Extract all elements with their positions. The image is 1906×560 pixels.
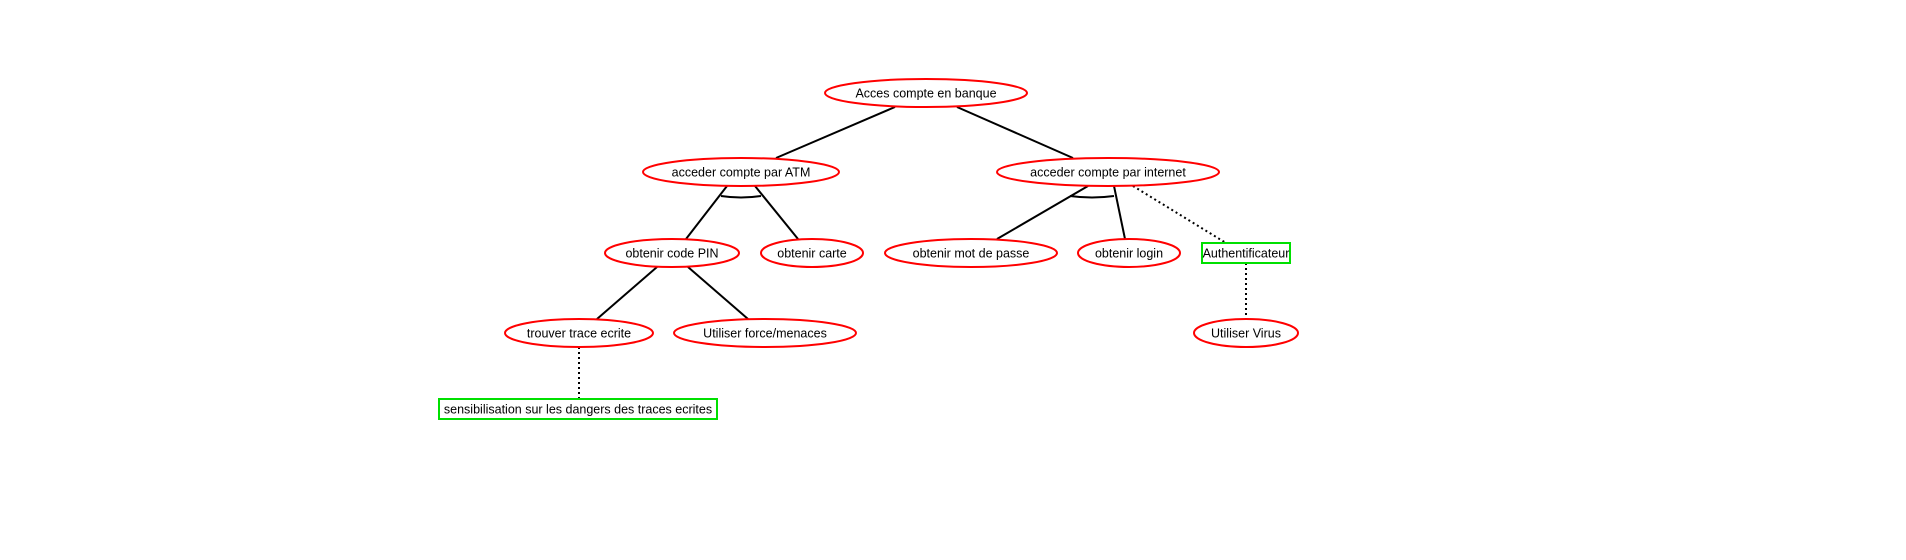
node-label: acceder compte par ATM: [672, 166, 811, 180]
goal-node-carte: obtenir carte: [760, 238, 864, 268]
edge-pin-to-force: [687, 266, 749, 320]
goal-ellipse: [504, 318, 654, 348]
node-label: Authentificateur: [1203, 247, 1290, 261]
goal-node-atm: acceder compte par ATM: [642, 157, 840, 187]
countermeasure-box: [438, 398, 718, 420]
goal-node-root: Acces compte en banque: [824, 78, 1028, 108]
goal-node-virus: Utiliser Virus: [1193, 318, 1299, 348]
goal-ellipse: [1193, 318, 1299, 348]
goal-ellipse: [673, 318, 857, 348]
countermeasure-node-sensib: sensibilisation sur les dangers des trac…: [438, 398, 718, 420]
edge-internet-to-login: [1113, 185, 1126, 240]
goal-ellipse: [824, 78, 1028, 108]
edge-atm-to-carte: [754, 185, 799, 240]
node-label: obtenir carte: [777, 247, 847, 261]
node-label: Utiliser force/menaces: [703, 327, 827, 341]
and-arc-atm: [720, 195, 762, 199]
goal-node-trace: trouver trace ecrite: [504, 318, 654, 348]
edges-layer: [578, 106, 1247, 399]
goal-node-motdepasse: obtenir mot de passe: [884, 238, 1058, 268]
edge-internet-to-motdepasse: [996, 185, 1089, 240]
edge-atm-to-pin: [685, 185, 728, 240]
node-label: obtenir mot de passe: [913, 247, 1030, 261]
edge-root-to-internet: [956, 106, 1074, 159]
goal-ellipse: [604, 238, 740, 268]
edge-internet-to-auth: [1132, 185, 1227, 244]
goal-ellipse: [760, 238, 864, 268]
node-label: Acces compte en banque: [855, 87, 996, 101]
countermeasure-box: [1201, 242, 1291, 264]
countermeasure-node-auth: Authentificateur: [1201, 242, 1291, 264]
edge-pin-to-trace: [596, 266, 658, 320]
node-label: acceder compte par internet: [1030, 166, 1186, 180]
goal-node-force: Utiliser force/menaces: [673, 318, 857, 348]
goal-node-pin: obtenir code PIN: [604, 238, 740, 268]
edge-root-to-atm: [775, 106, 896, 159]
goal-ellipse: [642, 157, 840, 187]
goal-ellipse: [884, 238, 1058, 268]
goal-node-internet: acceder compte par internet: [996, 157, 1220, 187]
goal-ellipse: [996, 157, 1220, 187]
node-label: obtenir login: [1095, 247, 1163, 261]
node-label: obtenir code PIN: [625, 247, 718, 261]
goal-node-login: obtenir login: [1077, 238, 1181, 268]
node-label: trouver trace ecrite: [527, 327, 631, 341]
and-arc-internet: [1069, 195, 1115, 199]
goal-ellipse: [1077, 238, 1181, 268]
and-arcs-layer: [720, 195, 1115, 199]
node-label: Utiliser Virus: [1211, 327, 1281, 341]
nodes-layer: Acces compte en banque acceder compte par…: [438, 78, 1299, 420]
node-label: sensibilisation sur les dangers des trac…: [444, 403, 712, 417]
